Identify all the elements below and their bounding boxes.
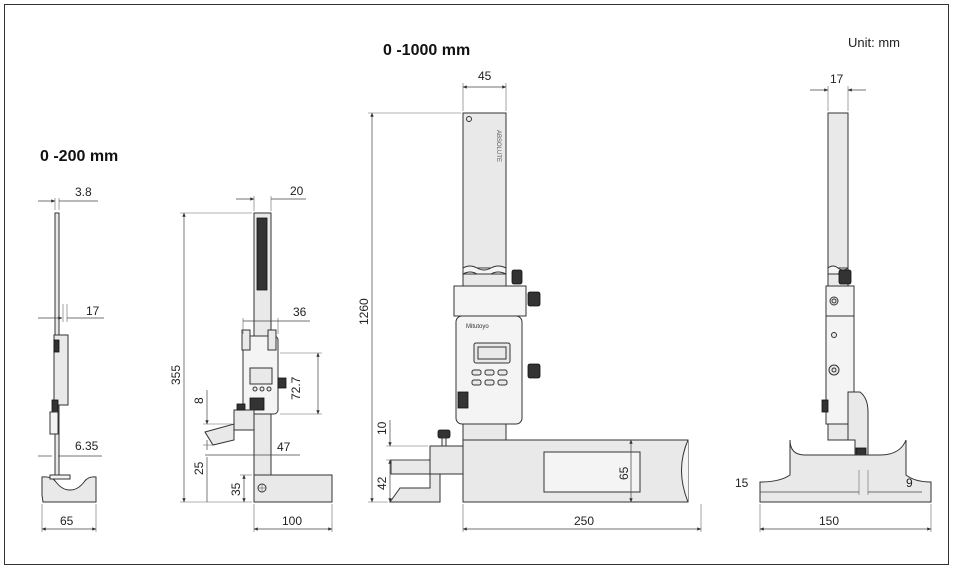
dim-small-8: 8 — [192, 397, 206, 404]
dim-small-17: 17 — [86, 304, 100, 318]
large-front-display-screen — [477, 346, 507, 360]
small-front-lock-right — [267, 329, 277, 351]
dim-large-42: 42 — [375, 476, 389, 490]
title-large-range: 0 -1000 mm — [383, 42, 470, 59]
dim-large-15: 15 — [735, 476, 749, 490]
dim-large-17: 17 — [830, 72, 844, 86]
dim-small-36: 36 — [293, 305, 307, 319]
large-front-column-upper — [462, 112, 507, 269]
small-front-column-band — [256, 217, 268, 291]
dim-small-35: 35 — [229, 482, 243, 496]
large-front-scriber-tip — [389, 473, 441, 503]
large-front-lower-knob — [527, 363, 541, 379]
dim-large-45: 45 — [478, 69, 492, 83]
dim-small-72-7: 72.7 — [289, 376, 303, 400]
small-front-lock-left — [241, 329, 251, 351]
dim-small-25: 25 — [192, 461, 206, 475]
small-front-clamp-block — [233, 409, 255, 431]
dim-small-20: 20 — [290, 184, 304, 198]
dim-small-47: 47 — [277, 440, 291, 454]
large-front-clamp-screw — [437, 429, 451, 439]
small-side-foot — [49, 474, 71, 480]
small-side-knob — [51, 399, 59, 413]
dim-large-150: 150 — [819, 514, 839, 528]
large-front-column-mid — [462, 273, 507, 287]
large-front-scriber-block — [429, 445, 467, 475]
dim-small-3-8: 3.8 — [75, 185, 92, 199]
large-front-upper-knob — [527, 291, 541, 307]
drawing-frame — [4, 4, 949, 565]
dim-large-250: 250 — [574, 514, 594, 528]
large-front-base-recess — [543, 451, 641, 493]
small-front-base — [253, 474, 333, 503]
dim-small-355: 355 — [169, 365, 183, 385]
large-side-feed — [821, 399, 829, 413]
small-front-view — [204, 212, 333, 503]
small-front-feed — [249, 397, 265, 411]
small-side-view — [41, 212, 97, 503]
dim-small-100: 100 — [282, 514, 302, 528]
title-small-range: 0 -200 mm — [40, 148, 118, 165]
large-front-view: ABSOLUTE Mitutoyo — [389, 112, 689, 503]
large-front-feed — [457, 391, 469, 409]
dim-small-65: 65 — [60, 514, 74, 528]
small-front-display — [249, 367, 273, 385]
dim-large-9: 9 — [906, 476, 913, 490]
large-side-base — [759, 439, 932, 503]
large-side-top-knob — [838, 269, 852, 285]
dim-large-65: 65 — [617, 466, 631, 480]
large-front-upper-slider — [453, 285, 527, 317]
small-side-slider — [53, 334, 69, 406]
dim-small-6-35: 6.35 — [75, 439, 99, 453]
large-side-view — [759, 112, 932, 503]
small-front-clamp-screw — [236, 403, 246, 411]
column-text: ABSOLUTE — [495, 130, 501, 162]
large-front-column-lower — [462, 423, 507, 441]
large-front-scriber-arm — [390, 459, 431, 475]
small-side-base — [41, 476, 97, 503]
large-front-top-knob — [511, 269, 523, 285]
brand-logo: Mitutoyo — [466, 324, 489, 330]
dim-large-1260: 1260 — [357, 298, 371, 325]
small-front-fine-knob — [277, 377, 287, 389]
small-front-scriber — [204, 423, 235, 446]
large-side-column-upper — [827, 112, 849, 269]
unit-label: Unit: mm — [848, 35, 900, 50]
dim-large-10: 10 — [375, 421, 389, 435]
small-side-clamp — [53, 339, 60, 353]
small-side-scriber — [49, 411, 59, 435]
